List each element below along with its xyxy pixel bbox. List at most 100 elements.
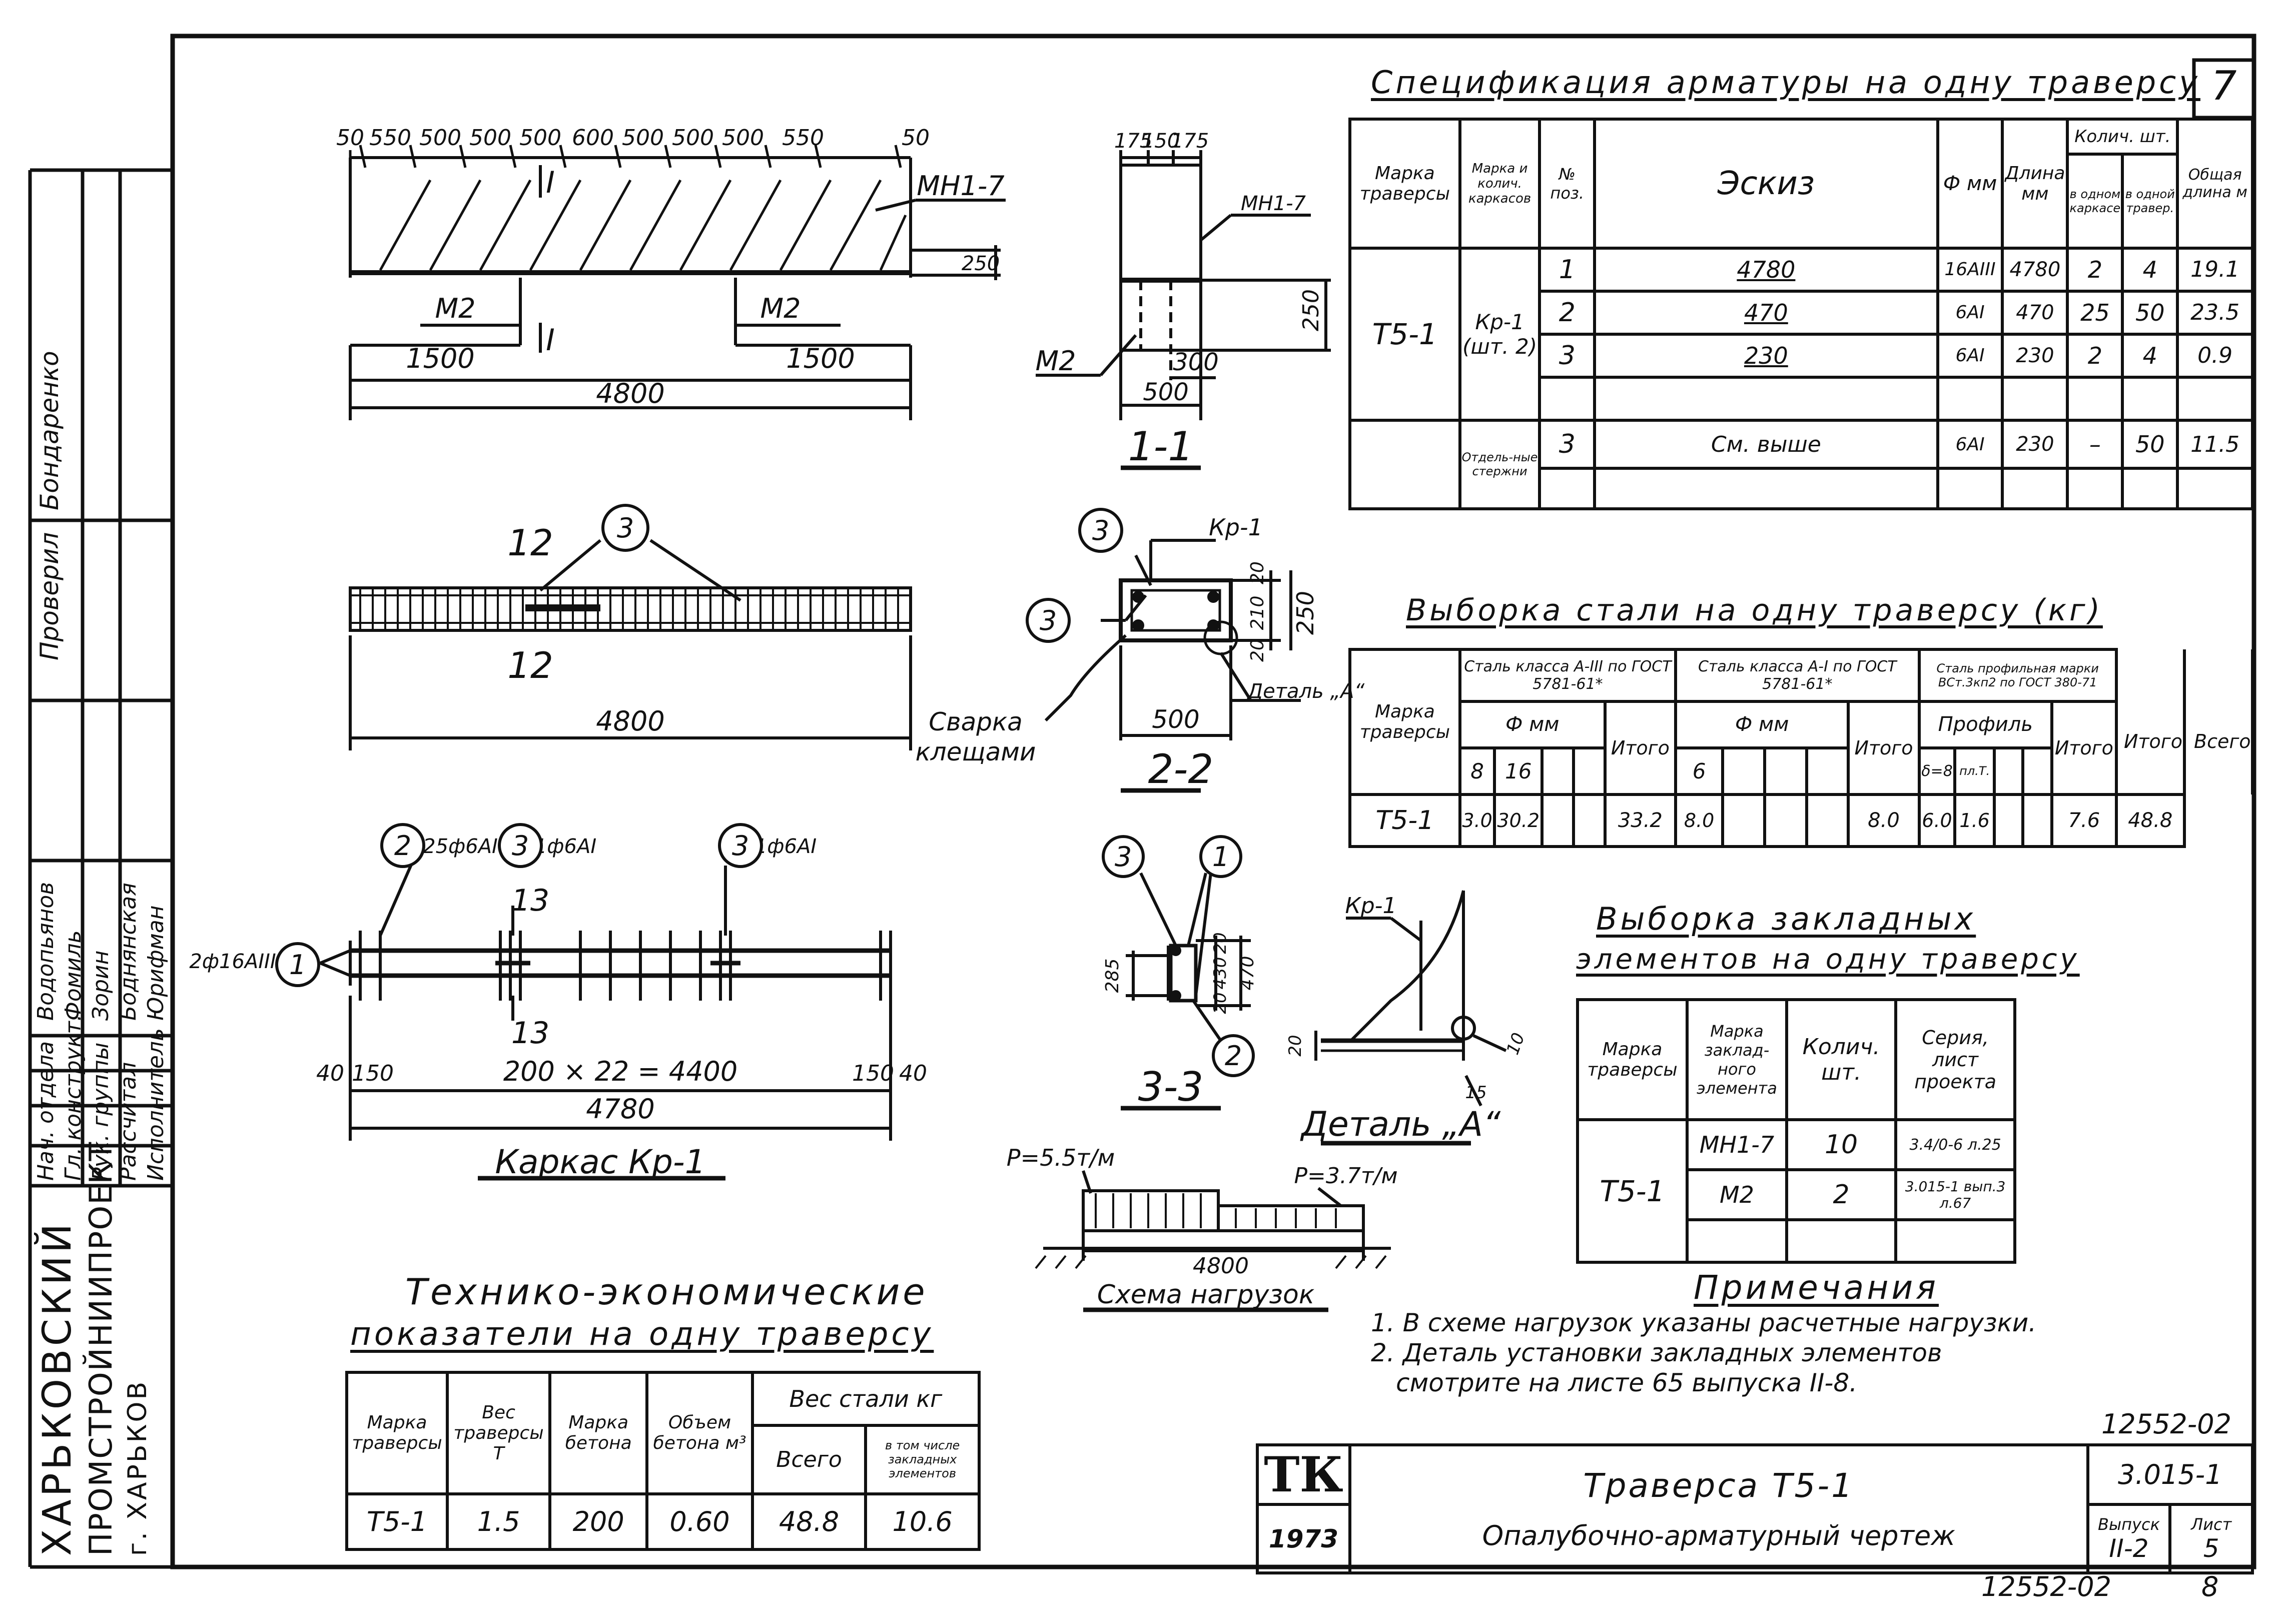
embed-series-2: 3.015-1 вып.3 л.67 bbox=[1894, 1168, 2016, 1221]
name-0: Водопьянов bbox=[33, 882, 59, 1021]
s22-500-label: 500 bbox=[1152, 705, 1199, 734]
steel-h-itogo2: Итого bbox=[1847, 699, 1921, 796]
spec-sep-qf: – bbox=[2066, 418, 2124, 470]
stamp-issue: II-2 bbox=[2109, 1533, 2149, 1563]
s22-callout-b: 3 bbox=[1040, 605, 1057, 636]
spec-pos-2: 2 bbox=[1538, 289, 1597, 336]
name-3: Боднянская bbox=[116, 883, 141, 1021]
elev-dim-1: 550 bbox=[369, 125, 411, 151]
stamp-table: ТК Траверса Т5-1 Опалубочно-арматурный ч… bbox=[1256, 1443, 2254, 1574]
spec-h-total: Общая длина м bbox=[2176, 118, 2254, 250]
embed-elem-2: М2 bbox=[1685, 1168, 1788, 1221]
embed-series-1: 3.4/0-6 л.25 bbox=[1894, 1118, 2016, 1171]
steel-sub-pl: пл.Т. bbox=[1953, 746, 1996, 796]
spec-sep-length: 230 bbox=[2001, 418, 2069, 470]
elev-dim-9: 550 bbox=[782, 125, 824, 151]
load-span: 4800 bbox=[1193, 1253, 1249, 1279]
elev-dim-6: 500 bbox=[622, 125, 664, 151]
steel-h-mark: Марка траверсы bbox=[1348, 648, 1461, 796]
s22-dim-2: 20 bbox=[1247, 639, 1268, 662]
role-3: Рассчитал bbox=[116, 1062, 141, 1181]
embed-h-elem: Марка заклад-ного элемента bbox=[1685, 998, 1788, 1121]
spec-sep-sketch: См. выше bbox=[1593, 418, 1939, 470]
spec-h-diam: Ф мм bbox=[1936, 118, 2004, 250]
steel-title: Выборка стали на одну траверсу (кг) bbox=[1406, 593, 2103, 628]
steel-h-profile: Профиль bbox=[1917, 699, 2053, 749]
steel-v8: 3.0 bbox=[1458, 793, 1496, 848]
frame-dim-1: 150 bbox=[352, 1061, 394, 1086]
s11-m2-label: М2 bbox=[1036, 345, 1076, 377]
steel-h-phi1: Ф мм bbox=[1458, 699, 1607, 749]
embed-table: Марка траверсы Марка заклад-ного элемент… bbox=[1576, 998, 2016, 1264]
approval-checked: Проверил bbox=[35, 532, 64, 660]
spec-h-qty: Колич. шт. bbox=[2066, 118, 2179, 156]
tech-h-weight: Вес траверсы Т bbox=[446, 1371, 552, 1495]
frame-l3b: 1ф6АI bbox=[754, 835, 817, 858]
tech-h-concrete: Марка бетона bbox=[548, 1371, 649, 1495]
embed-h-series: Серия, лист проекта bbox=[1894, 998, 2016, 1121]
approval-name: Бондаренко bbox=[35, 351, 64, 510]
tech-table: Марка траверсы Вес траверсы Т Марка бето… bbox=[345, 1370, 981, 1551]
steel-h-phi2: Ф мм bbox=[1674, 699, 1850, 749]
spec-sep-diam: 6АI bbox=[1936, 418, 2004, 470]
elev-dim-0: 50 bbox=[336, 125, 364, 151]
s22-weld1: Сварка bbox=[929, 707, 1023, 736]
plan-12b: 12 bbox=[507, 644, 553, 686]
stamp-subtitle: Опалубочно-арматурный чертеж bbox=[1482, 1520, 1955, 1551]
s33-callout-1: 1 bbox=[1212, 841, 1229, 873]
steel-vd8: 6.0 bbox=[1917, 793, 1957, 848]
s22-detail-label: Деталь „А“ bbox=[1246, 680, 1365, 703]
spec-length-3: 230 bbox=[2001, 332, 2069, 379]
elev-1500b-label: 1500 bbox=[786, 343, 855, 374]
spec-length-2: 470 bbox=[2001, 289, 2069, 336]
plan-12a: 12 bbox=[507, 522, 553, 564]
detA-kr: Кр-1 bbox=[1345, 893, 1396, 919]
spec-total-2: 23.5 bbox=[2176, 289, 2254, 336]
spec-sketch-1: 4780 bbox=[1593, 246, 1939, 293]
section-mark-top: I bbox=[546, 165, 555, 200]
steel-h-g3: Сталь профильная марки ВСт.3кп2 по ГОСТ … bbox=[1917, 648, 2118, 703]
elev-dim-3: 500 bbox=[469, 125, 511, 151]
role-0: Нач. отдела bbox=[33, 1041, 59, 1181]
s11-h-label: 250 bbox=[1298, 289, 1324, 331]
spec-sep-total: 11.5 bbox=[2176, 418, 2254, 470]
embed-h-mark: Марка траверсы bbox=[1576, 998, 1689, 1121]
elev-1500a-label: 1500 bbox=[406, 343, 474, 374]
frame-title: Каркас Кр-1 bbox=[495, 1143, 705, 1181]
s33-470: 470 bbox=[1237, 956, 1258, 991]
s11-title: 1-1 bbox=[1128, 423, 1194, 470]
notes-line-3: смотрите на листе 65 выпуска II-8. bbox=[1396, 1368, 1858, 1397]
frame-total: 4780 bbox=[586, 1093, 654, 1125]
embed-h-qty: Колич. шт. bbox=[1785, 998, 1898, 1121]
tech-concrete: 200 bbox=[548, 1492, 649, 1551]
spec-frame: Кр-1 (шт. 2) bbox=[1458, 246, 1542, 422]
frame-dim-4: 40 bbox=[899, 1061, 927, 1086]
frame-dim-0: 40 bbox=[316, 1061, 344, 1086]
steel-mark: Т5-1 bbox=[1348, 793, 1461, 848]
tech-h-steel: Вес стали кг bbox=[750, 1370, 981, 1427]
tech-mark: Т5-1 bbox=[345, 1492, 449, 1551]
frame-13b: 13 bbox=[511, 1016, 549, 1051]
s11-dim-2: 175 bbox=[1171, 130, 1209, 153]
s11-mn-label: МН1-7 bbox=[1241, 192, 1306, 215]
elev-h-label: 250 bbox=[962, 252, 1000, 275]
elev-dim-5: 600 bbox=[572, 125, 614, 151]
s22-dim-0: 20 bbox=[1247, 561, 1268, 584]
elev-dim-2: 500 bbox=[419, 125, 461, 151]
embed-elem-1: МН1-7 bbox=[1685, 1118, 1788, 1171]
bottom-page-number: 8 bbox=[2201, 1571, 2219, 1602]
tech-h-mark: Марка траверсы bbox=[345, 1371, 449, 1495]
steel-total: 48.8 bbox=[2114, 793, 2186, 848]
s33-dim-2: 20 bbox=[1210, 992, 1230, 1014]
org-name-line1: ХАРЬКОВСКИЙ bbox=[35, 1220, 80, 1556]
org-city: г. ХАРЬКОВ bbox=[123, 1379, 153, 1556]
spec-sketch-2: 470 bbox=[1593, 289, 1939, 336]
steel-table: Марка траверсы Сталь класса А-III по ГОС… bbox=[1348, 648, 2254, 848]
steel-itogo1: 33.2 bbox=[1603, 793, 1677, 848]
spec-sketch-3: 230 bbox=[1593, 332, 1939, 379]
spec-sep-pos: 3 bbox=[1538, 418, 1597, 470]
tech-volume: 0.60 bbox=[645, 1492, 754, 1551]
spec-h-length: Длина мм bbox=[2001, 118, 2069, 250]
spec-total-3: 0.9 bbox=[2176, 332, 2254, 379]
steel-itogo2: 8.0 bbox=[1847, 793, 1921, 848]
